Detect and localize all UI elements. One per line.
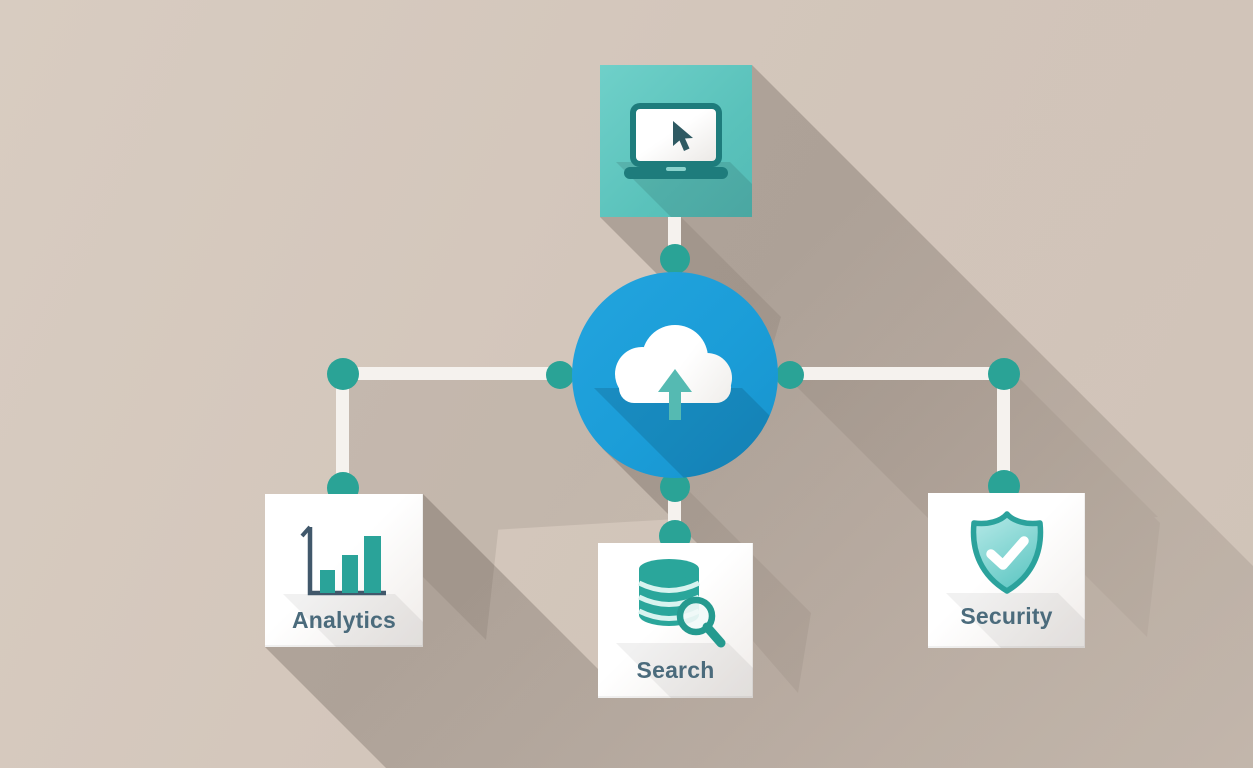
cloud-upload-icon [615,325,732,420]
analytics-card: Analytics [265,494,423,647]
node-corner-right [988,358,1020,390]
bar-chart-icon [300,525,386,596]
security-label: Security [960,603,1053,629]
connector-left-horizontal [342,367,566,380]
node-hub-left [546,361,574,389]
connector-right-horizontal [786,367,1010,380]
database-search-icon [637,559,725,648]
device-card [600,65,752,217]
search-card: Search [598,543,753,698]
node-hub-right [776,361,804,389]
connector-left-vertical [336,373,349,492]
shield-check-icon [970,511,1043,594]
cloud-hub [572,272,778,478]
node-hub-top [660,244,690,274]
node-corner-left [327,358,359,390]
connector-right-vertical [997,373,1010,490]
analytics-label: Analytics [291,607,397,633]
search-label: Search [636,657,715,683]
security-card: Security [928,493,1085,648]
laptop-cursor-icon [624,103,728,179]
